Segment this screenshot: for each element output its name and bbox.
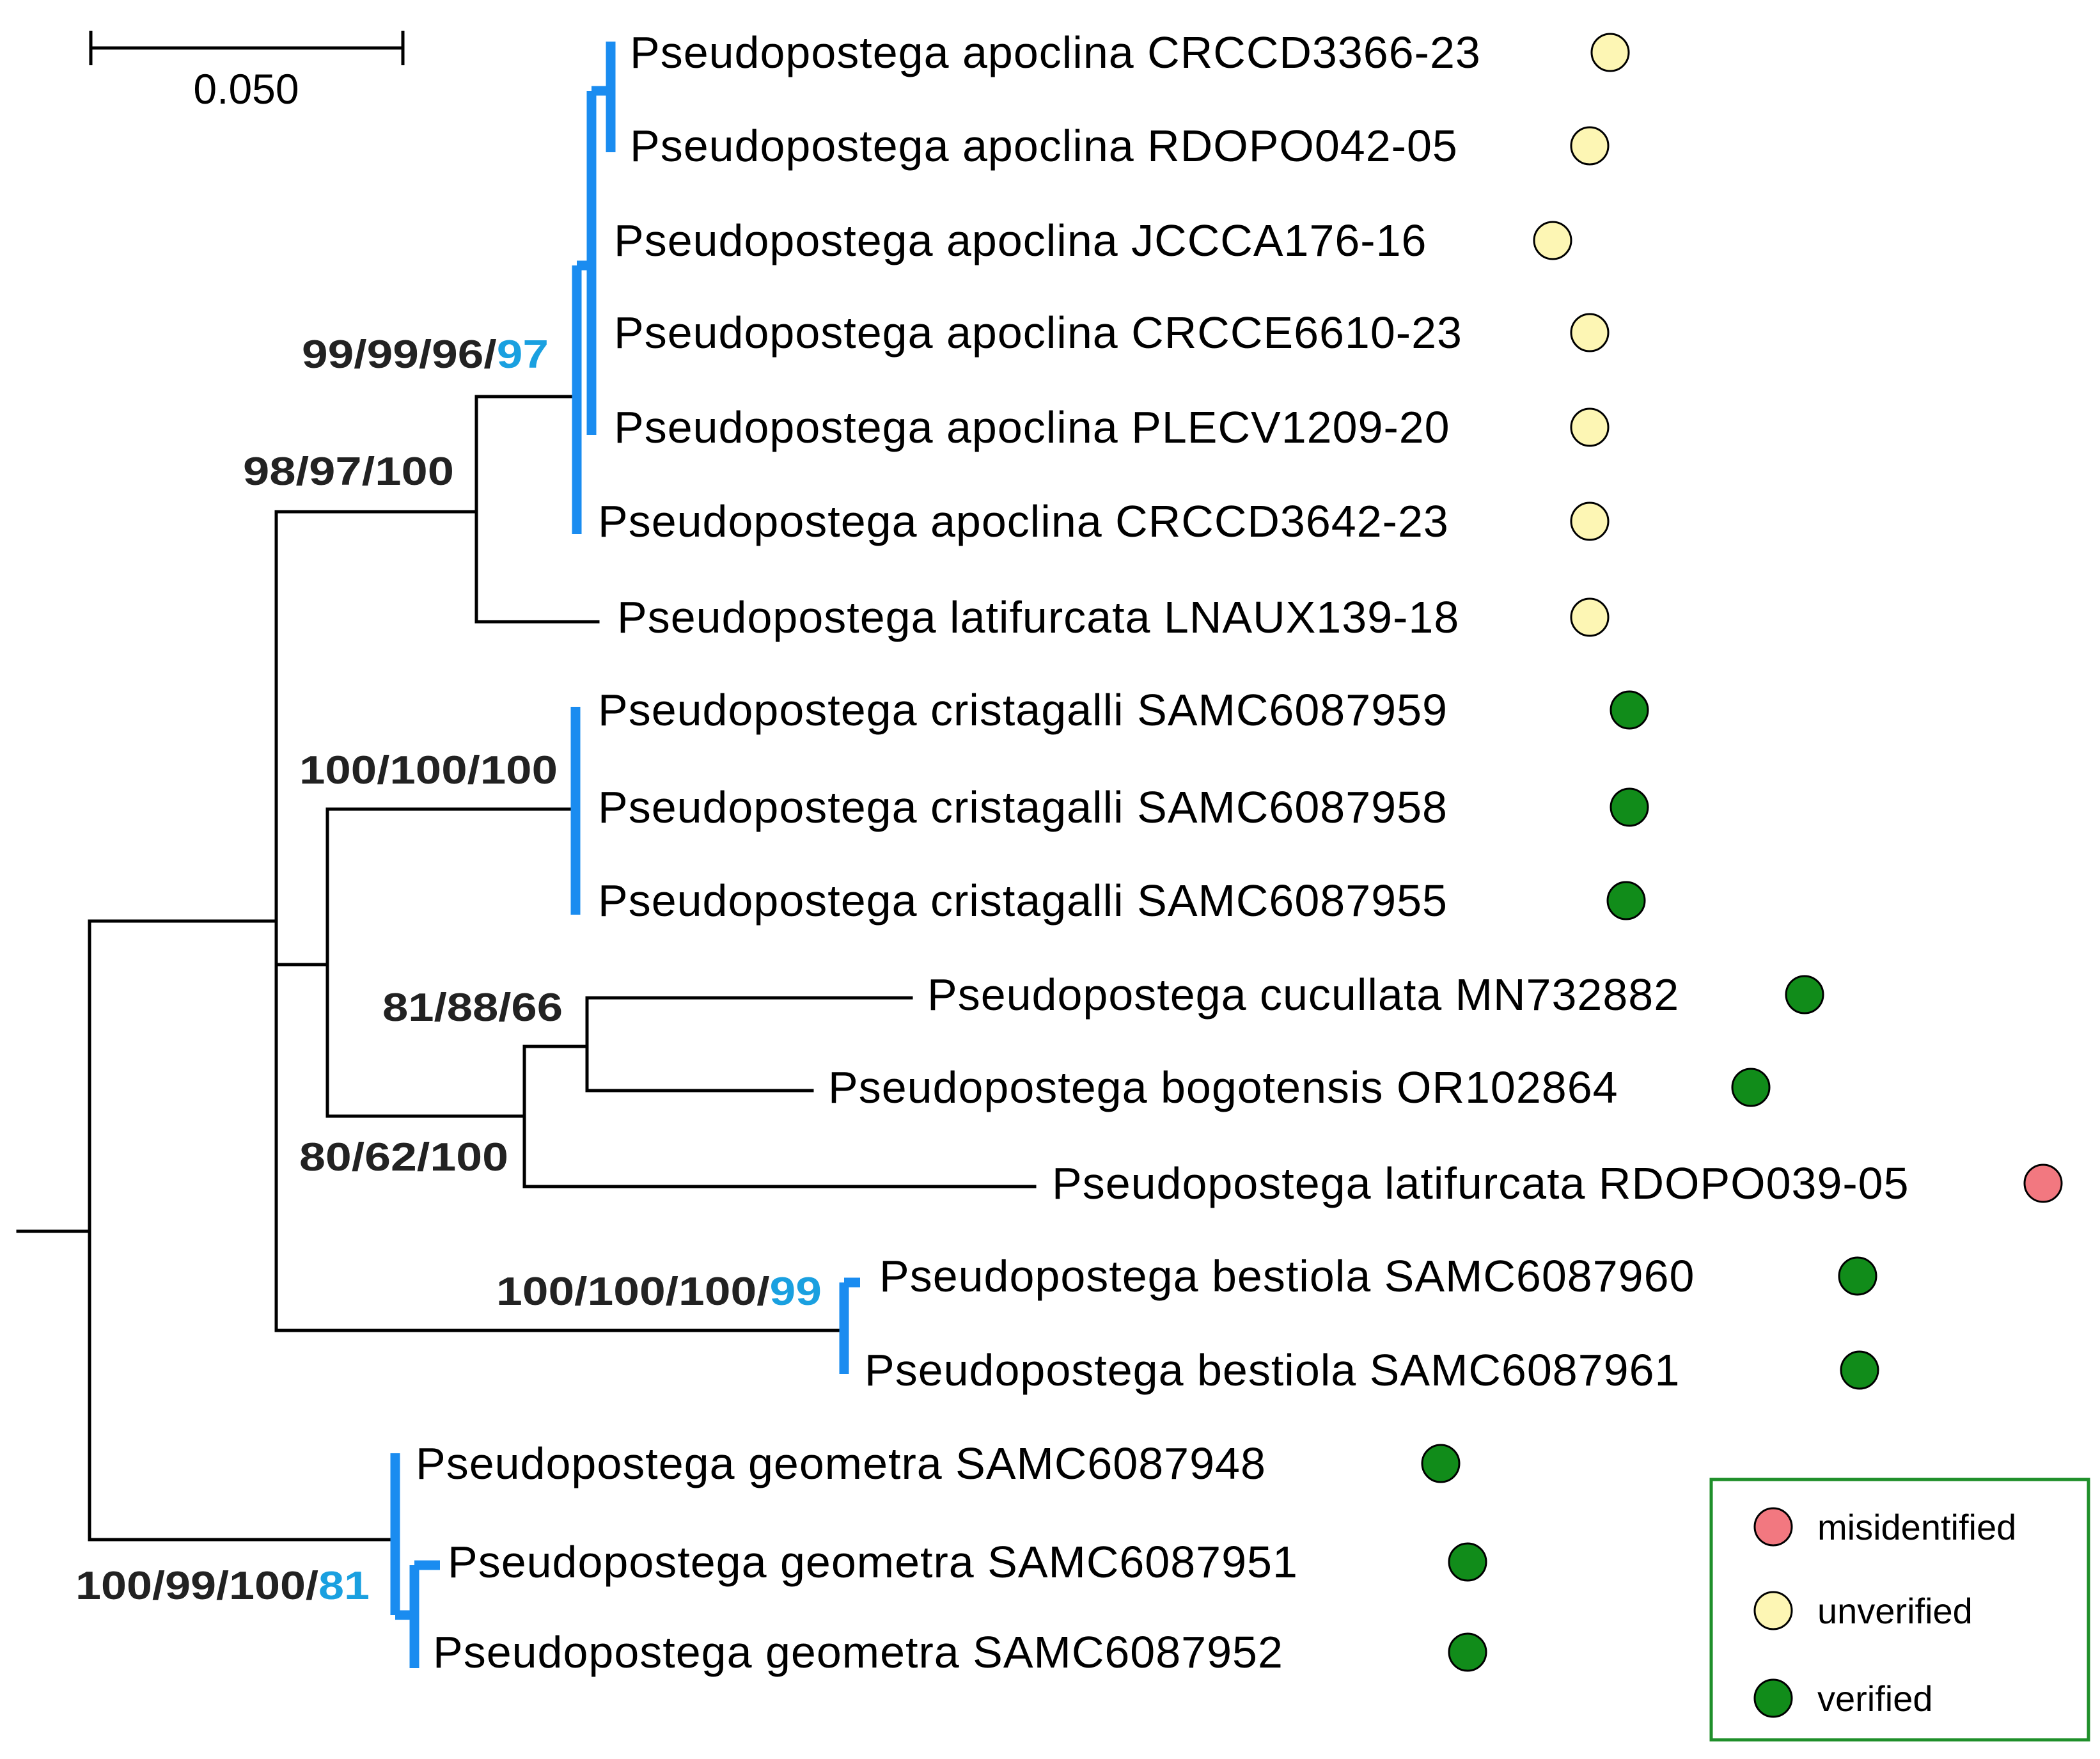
taxon-labels: Pseudopostega apoclina CRCCD3366-23Pseud…: [416, 28, 2063, 1677]
legend-label-misidentified: misidentified: [1817, 1507, 2016, 1547]
taxon: Pseudopostega cucullata MN732882: [927, 970, 1824, 1020]
status-marker-verified-icon: [1785, 975, 1824, 1014]
support-value-cucullata-bogotensis: 81/88/66: [382, 986, 563, 1030]
taxon-label: Pseudopostega latifurcata RDOPO039-05: [1052, 1158, 1909, 1208]
support-value-main: 98/97/100: [243, 450, 454, 494]
taxon-label: Pseudopostega cucullata MN732882: [927, 970, 1679, 1020]
support-value-main: 100/99/100/: [75, 1564, 318, 1608]
taxon-label: Pseudopostega cristagalli SAMC6087959: [598, 685, 1448, 735]
support-value-main: 99/99/96/: [302, 333, 497, 377]
scale-bar-label: 0.050: [193, 65, 299, 113]
support-value-main: 100/100/100/: [496, 1270, 770, 1314]
legend-verified-icon: [1753, 1678, 1793, 1718]
taxon-label: Pseudopostega cristagalli SAMC6087958: [598, 782, 1448, 832]
support-value-main: 81/88/66: [382, 986, 563, 1030]
status-marker-verified-icon: [1610, 787, 1649, 827]
status-marker-unverified-icon: [1570, 597, 1610, 637]
taxon-label: Pseudopostega geometra SAMC6087952: [433, 1627, 1283, 1677]
support-value-main: 100/100/100: [299, 748, 558, 793]
support-value-cristagalli-clade: 100/100/100: [299, 748, 558, 793]
status-marker-unverified-icon: [1570, 313, 1610, 352]
taxon-label: Pseudopostega bogotensis OR102864: [828, 1062, 1618, 1112]
support-value-apoclina-clade: 99/99/96/97: [302, 333, 549, 377]
taxon: Pseudopostega apoclina RDOPO042-05: [630, 121, 1610, 171]
support-value-highlight: 97: [497, 333, 549, 377]
legend: misidentified unverified verified: [1709, 1478, 2090, 1742]
support-value-apoclina-latifurcata: 98/97/100: [243, 450, 454, 494]
taxon-label: Pseudopostega apoclina PLECV1209-20: [614, 402, 1450, 452]
taxon: Pseudopostega apoclina CRCCD3642-23: [598, 496, 1610, 546]
status-marker-verified-icon: [1838, 1256, 1877, 1296]
taxon: Pseudopostega bestiola SAMC6087960: [879, 1251, 1877, 1301]
status-marker-unverified-icon: [1533, 221, 1572, 260]
support-value-highlight: 81: [318, 1564, 370, 1608]
status-marker-verified-icon: [1448, 1632, 1487, 1672]
taxon: Pseudopostega apoclina CRCCD3366-23: [630, 28, 1630, 77]
taxon-label: Pseudopostega bestiola SAMC6087961: [865, 1345, 1680, 1395]
taxon-label: Pseudopostega apoclina CRCCD3366-23: [630, 28, 1481, 77]
taxon: Pseudopostega apoclina CRCCE6610-23: [614, 308, 1610, 358]
taxon-label: Pseudopostega apoclina CRCCD3642-23: [598, 496, 1449, 546]
status-marker-verified-icon: [1610, 690, 1649, 730]
tree-branches: [16, 42, 1037, 1668]
scale-bar: 0.050: [89, 31, 405, 113]
support-value-cucullata-bogotensis-latifurcata: 80/62/100: [299, 1135, 508, 1179]
taxon: Pseudopostega bogotensis OR102864: [828, 1062, 1771, 1112]
status-marker-verified-icon: [1448, 1542, 1487, 1582]
taxon: Pseudopostega bestiola SAMC6087961: [865, 1345, 1879, 1395]
taxon: Pseudopostega geometra SAMC6087948: [416, 1439, 1461, 1488]
taxon-label: Pseudopostega bestiola SAMC6087960: [879, 1251, 1695, 1301]
support-value-bestiola-clade: 100/100/100/99: [496, 1270, 822, 1314]
taxon-label: Pseudopostega apoclina JCCCA176-16: [614, 216, 1427, 265]
legend-label-verified: verified: [1817, 1678, 1933, 1719]
status-marker-verified-icon: [1840, 1350, 1879, 1390]
taxon-label: Pseudopostega latifurcata LNAUX139-18: [617, 592, 1459, 642]
legend-unverified-icon: [1753, 1591, 1793, 1630]
status-marker-verified-icon: [1606, 881, 1646, 920]
support-values: 99/99/96/97 98/97/100 100/100/100 81/88/66 8…: [75, 333, 822, 1608]
taxon: Pseudopostega apoclina JCCCA176-16: [614, 216, 1572, 265]
status-marker-unverified-icon: [1570, 407, 1610, 447]
support-value-highlight: 99: [770, 1270, 822, 1314]
status-marker-unverified-icon: [1570, 501, 1610, 541]
taxon: Pseudopostega cristagalli SAMC6087959: [598, 685, 1649, 735]
status-marker-unverified-icon: [1590, 33, 1630, 72]
taxon: Pseudopostega cristagalli SAMC6087958: [598, 782, 1649, 832]
taxon: Pseudopostega latifurcata RDOPO039-05: [1052, 1158, 2063, 1208]
taxon: Pseudopostega geometra SAMC6087951: [448, 1537, 1487, 1587]
taxon-label: Pseudopostega apoclina CRCCE6610-23: [614, 308, 1462, 358]
legend-misidentified-icon: [1753, 1507, 1793, 1547]
taxon-label: Pseudopostega geometra SAMC6087948: [416, 1439, 1266, 1488]
taxon: Pseudopostega cristagalli SAMC6087955: [598, 876, 1646, 926]
status-marker-verified-icon: [1731, 1068, 1771, 1107]
legend-label-unverified: unverified: [1817, 1591, 1973, 1631]
taxon: Pseudopostega geometra SAMC6087952: [433, 1627, 1487, 1677]
status-marker-misidentified-icon: [2023, 1163, 2063, 1203]
taxon-label: Pseudopostega geometra SAMC6087951: [448, 1537, 1298, 1587]
taxon: Pseudopostega latifurcata LNAUX139-18: [617, 592, 1610, 642]
taxon-label: Pseudopostega cristagalli SAMC6087955: [598, 876, 1448, 926]
taxon: Pseudopostega apoclina PLECV1209-20: [614, 402, 1610, 452]
status-marker-verified-icon: [1421, 1444, 1461, 1483]
status-marker-unverified-icon: [1570, 126, 1610, 166]
support-value-geometra-clade: 100/99/100/81: [75, 1564, 370, 1608]
support-value-main: 80/62/100: [299, 1135, 508, 1179]
taxon-label: Pseudopostega apoclina RDOPO042-05: [630, 121, 1458, 171]
